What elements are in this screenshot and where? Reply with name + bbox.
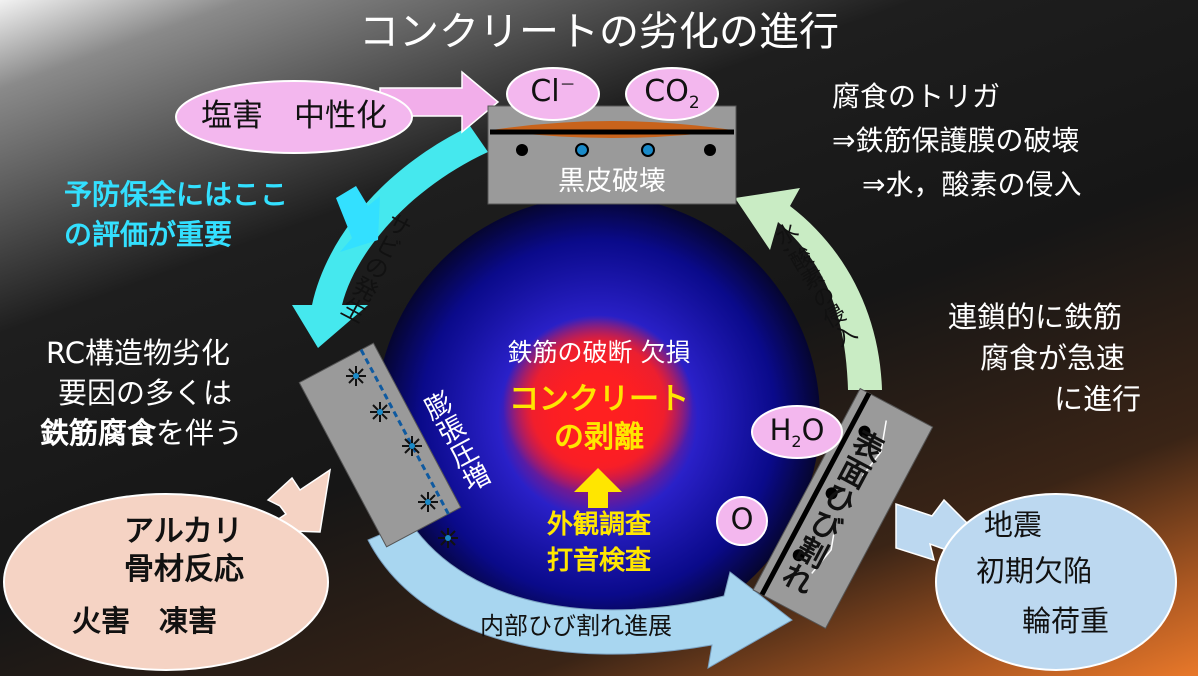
rebar-break-label: 鉄筋の破断 欠損 — [507, 338, 691, 367]
rc-line: 鉄筋腐食を伴う — [40, 416, 243, 451]
right-slab — [752, 387, 934, 630]
cl-charge: － — [559, 75, 576, 94]
arrow-internal-crack — [367, 521, 793, 669]
co2-symbol: CO — [644, 74, 689, 109]
chain-line: に進行 — [1054, 382, 1142, 416]
arrow-alkali — [259, 468, 332, 533]
arrow-preventive — [336, 186, 380, 252]
fire-frost-label: 火害 凍害 — [72, 604, 218, 638]
co2-label: CO2 — [626, 74, 718, 113]
red-core — [503, 315, 693, 495]
cl-ion-label: Cl－ — [507, 74, 599, 110]
rc-rest: を伴う — [156, 416, 244, 450]
page-title: コンクリートの劣化の進行 — [359, 9, 839, 55]
quake-line-3: 輪荷重 — [1022, 604, 1110, 638]
top-slab — [487, 105, 737, 205]
left-slab — [298, 342, 462, 548]
chain-line: 連鎖的に鉄筋 — [948, 300, 1123, 334]
spalling-line-1: コンクリート — [509, 382, 689, 417]
salt-neutralization-label: 塩害 中性化 — [201, 98, 387, 134]
co2-subscript: 2 — [688, 93, 700, 113]
internal-crack-label: 内部ひび割れ進展 — [480, 612, 672, 640]
inspection-line-1: 外観調査 — [546, 510, 651, 540]
quake-line-2: 初期欠陥 — [976, 554, 1093, 588]
rc-line: RC構造物劣化 — [46, 336, 230, 370]
spalling-line-2: の剥離 — [554, 420, 644, 455]
water-label: H2O — [752, 413, 842, 451]
arrow-water-oxygen — [735, 188, 882, 390]
oxygen-bubble — [716, 496, 768, 546]
inspection-arrow — [574, 468, 622, 508]
quake-bubble — [935, 493, 1177, 671]
alkali-line-2: 骨材反応 — [124, 552, 244, 587]
cl-symbol: Cl — [530, 74, 560, 109]
quake-line-1: 地震 — [984, 508, 1043, 542]
h2o-subscript: 2 — [791, 431, 802, 451]
rc-line: 要因の多くは — [58, 376, 233, 410]
trigger-line: ⇒鉄筋保護膜の破壊 — [832, 124, 1080, 157]
oxygen-label: O — [730, 502, 754, 536]
preventive-line: 予防保全にはここ — [64, 178, 289, 211]
alkali-bubble — [3, 493, 329, 671]
chain-line: 腐食が急速 — [980, 341, 1126, 375]
expansion-stars — [346, 366, 458, 548]
trigger-line: ⇒水，酸素の侵入 — [862, 168, 1082, 201]
h2o-o: O — [801, 413, 825, 447]
arrow-rust-generation — [292, 126, 488, 348]
inspection-line-2: 打音検査 — [546, 546, 651, 576]
trigger-line: 腐食のトリガ — [832, 80, 1001, 113]
h2o-h: H — [769, 413, 792, 447]
cl-ion-bubble — [506, 67, 600, 121]
alkali-line-1: アルカリ — [124, 514, 243, 549]
rc-emphasis: 鉄筋腐食 — [40, 416, 157, 450]
h2o-bubble — [751, 405, 843, 459]
co2-bubble — [625, 67, 719, 121]
salt-bubble — [175, 80, 413, 154]
black-skin-break-label: 黒皮破壊 — [558, 166, 666, 197]
preventive-line: の評価が重要 — [64, 218, 233, 251]
